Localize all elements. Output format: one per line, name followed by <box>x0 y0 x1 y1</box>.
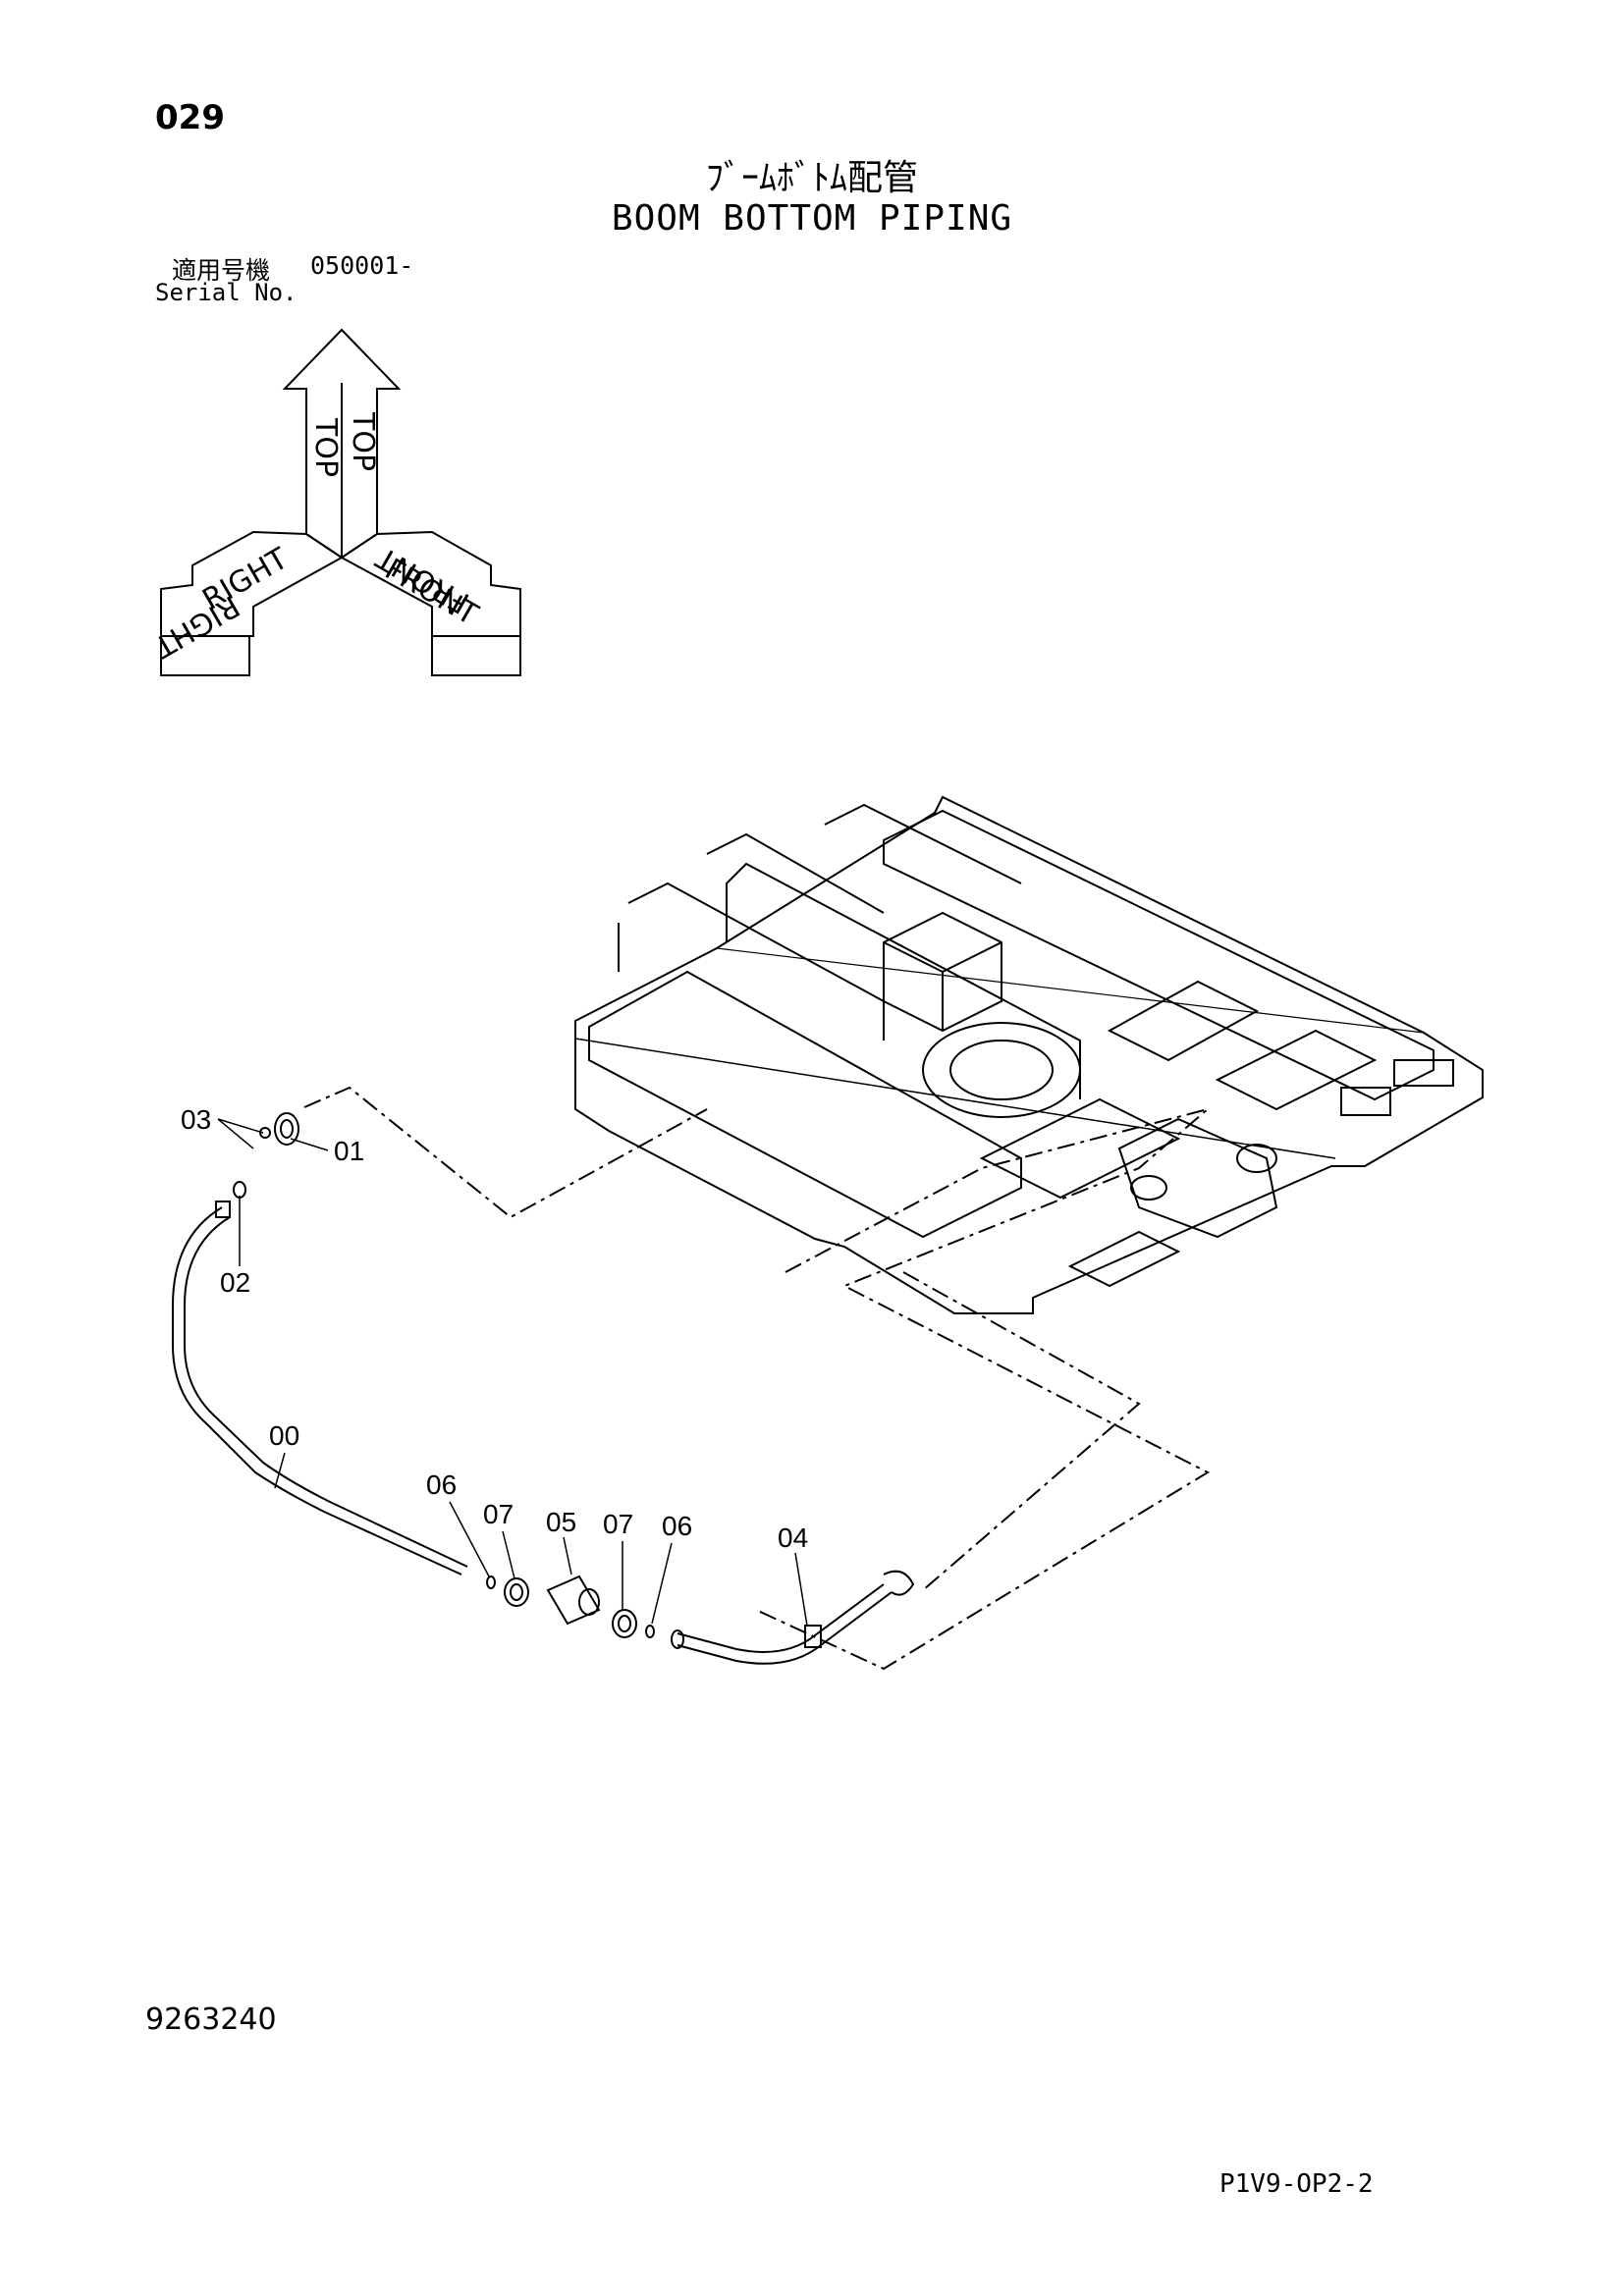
bolt-03 <box>259 1127 271 1139</box>
callout-02: 02 <box>220 1267 250 1298</box>
pipe-00 <box>172 1206 462 1575</box>
top-label-a: TOP <box>308 417 343 477</box>
callout-06a: 06 <box>426 1469 457 1500</box>
frame-outline <box>574 795 1484 1314</box>
left-frame-rail <box>588 970 1022 1239</box>
callout-07a: 07 <box>483 1499 514 1529</box>
adapter-07b <box>612 1609 637 1638</box>
adapter-07a <box>504 1577 529 1607</box>
right-arrow-base <box>160 635 250 676</box>
oring-06a <box>486 1575 496 1589</box>
boom-foot <box>1117 1117 1278 1239</box>
callout-06b: 06 <box>662 1511 692 1541</box>
pipe-04 <box>677 1583 885 1653</box>
page-number: 029 <box>155 98 225 137</box>
page-title-en: BOOM BOTTOM PIPING <box>611 198 1013 239</box>
serial-label-en: Serial No. <box>155 279 298 306</box>
right-frame-rail <box>883 809 1435 1101</box>
phantom-line-inner <box>902 1271 1141 1591</box>
control-valve <box>883 911 1002 1033</box>
check-valve-05 <box>546 1575 601 1626</box>
flange-01 <box>274 1112 299 1146</box>
page-title-jp: ﾌﾞｰﾑﾎﾞﾄﾑ配管 <box>705 158 918 198</box>
pipe-assembly <box>172 1112 915 1665</box>
front-arrow-base <box>431 635 521 676</box>
oring-06b <box>645 1625 655 1638</box>
front-arrow-shape <box>340 530 521 637</box>
pipe-end-fitting <box>215 1201 231 1218</box>
page-code: P1V9-OP2-2 <box>1219 2169 1374 2199</box>
serial-label-jp: 適用号機 <box>172 256 271 285</box>
document-number: 9263240 <box>145 2002 277 2037</box>
top-label-b: TOP <box>346 411 380 471</box>
phantom-lines <box>303 1086 1211 1671</box>
callout-00: 00 <box>269 1420 299 1451</box>
swing-circle <box>922 1022 1081 1118</box>
callout-05: 05 <box>546 1507 576 1537</box>
right-arrow-shape <box>160 530 344 637</box>
machine-frame <box>574 795 1484 1314</box>
callout-03: 03 <box>181 1104 211 1135</box>
phantom-line-lower <box>755 1108 1211 1671</box>
callout-04: 04 <box>778 1522 808 1553</box>
callout-01: 01 <box>334 1136 364 1166</box>
callout-07b: 07 <box>603 1509 633 1539</box>
phantom-line-upper <box>303 1086 708 1219</box>
leader-lines <box>217 1118 808 1627</box>
oring-02 <box>233 1181 246 1199</box>
serial-value: 050001- <box>310 251 414 280</box>
